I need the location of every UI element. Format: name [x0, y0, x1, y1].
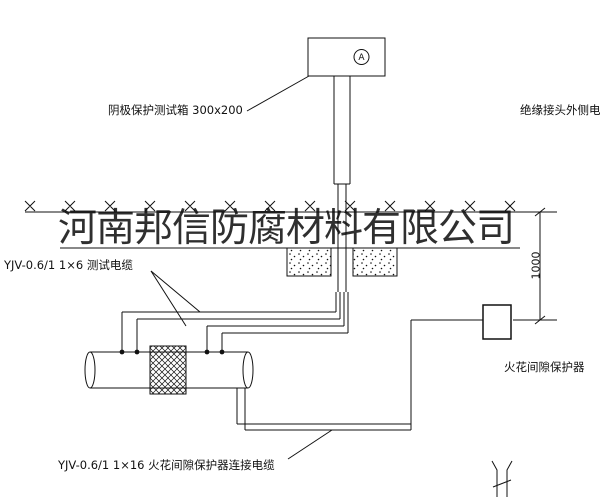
insulated-joint-cable-label: 绝缘接头外侧电缆 — [520, 103, 600, 117]
ammeter-letter: A — [358, 53, 365, 63]
test-cable-label: YJV-0.6/1 1×6 测试电缆 — [4, 258, 133, 272]
spark-gap-cables — [236, 319, 483, 431]
dimension-line — [513, 207, 557, 325]
label-leader-lines — [150, 270, 333, 460]
spark-gap-protector — [482, 304, 512, 340]
spark-gap-cable-label: YJV-0.6/1 1×16 火花间隙保护器连接电缆 — [58, 458, 275, 472]
ground-line — [24, 200, 520, 213]
insulating-joint — [149, 345, 187, 395]
test-box-leader-line — [246, 75, 310, 112]
pipe-break-symbol — [491, 460, 513, 497]
spark-gap-label: 火花间隙保护器 — [504, 360, 585, 374]
company-watermark: 河南邦信防腐材料有限公司 — [58, 206, 515, 251]
ground-hatch-marks — [24, 200, 516, 212]
ammeter-icon — [353, 49, 370, 65]
test-box — [307, 37, 386, 77]
concrete-foundations — [286, 247, 398, 277]
test-cables — [121, 292, 349, 352]
dimension-1000-label: 1000 — [529, 251, 543, 280]
test-box-label: 阴极保护测试箱 300x200 — [108, 103, 243, 117]
test-box-riser-pole — [333, 76, 351, 292]
